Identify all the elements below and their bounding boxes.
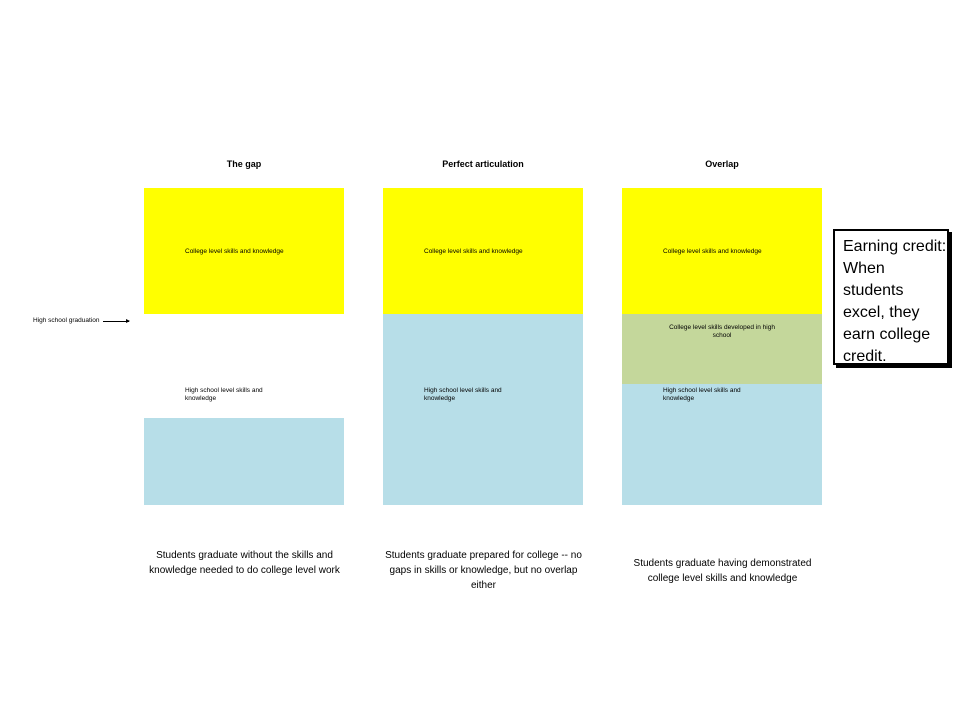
earning-credit-callout: Earning credit: When students excel, the…: [833, 229, 949, 365]
overlap-shared-block: [622, 314, 822, 384]
perfect-highschool-label: High school level skills and knowledge: [424, 387, 502, 402]
overlap-shared-label: College level skills developed in high s…: [669, 324, 775, 339]
overlap-caption: Students graduate having demonstrated co…: [633, 558, 812, 584]
gap-college-block: [144, 188, 344, 314]
perfect-highschool-block: [383, 314, 583, 505]
perfect-college-label: College level skills and knowledge: [424, 248, 523, 255]
hs-graduation-label: High school graduation: [33, 317, 100, 324]
arrow-right-icon: [102, 318, 130, 323]
overlap-highschool-block: [622, 384, 822, 505]
gap-caption: Students graduate without the skills and…: [149, 550, 340, 576]
gap-highschool-label: High school level skills and knowledge: [185, 387, 263, 402]
column-title-overlap: Overlap: [705, 159, 739, 169]
hs-graduation-marker: High school graduation: [33, 317, 130, 325]
gap-highschool-block: [144, 418, 344, 505]
overlap-college-label: College level skills and knowledge: [663, 248, 762, 255]
overlap-highschool-label: High school level skills and knowledge: [663, 387, 741, 402]
gap-college-label: College level skills and knowledge: [185, 248, 284, 255]
overlap-college-block: [622, 188, 822, 314]
perfect-caption: Students graduate prepared for college -…: [385, 550, 582, 591]
perfect-college-block: [383, 188, 583, 314]
column-title-perfect-articulation: Perfect articulation: [442, 159, 524, 169]
column-title-gap: The gap: [226, 159, 262, 169]
